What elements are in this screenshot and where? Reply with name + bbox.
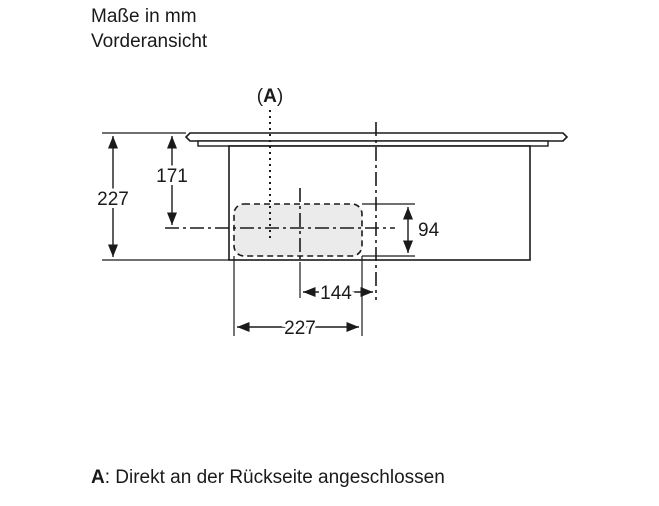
- legend-text: : Direkt an der Rückseite angeschlossen: [104, 467, 445, 488]
- view-label: Vorderansicht: [91, 31, 208, 52]
- callout-label: (A): [257, 86, 283, 107]
- dimension-box-height: 94: [418, 220, 440, 241]
- units-label: Maße in mm: [91, 6, 197, 27]
- header: Maße in mm Vorderansicht: [91, 4, 207, 54]
- legend-key: A: [91, 467, 105, 488]
- duct-outlet: [233, 203, 363, 257]
- dimension-offset-227: 227: [284, 318, 316, 339]
- dimension-total-height: 227: [97, 189, 129, 210]
- dimension-top-to-center: 171: [156, 166, 188, 187]
- dimension-offset-144: 144: [320, 283, 352, 304]
- legend: A: Direkt an der Rückseite angeschlossen: [91, 467, 445, 489]
- cooktop-plate: [184, 132, 569, 142]
